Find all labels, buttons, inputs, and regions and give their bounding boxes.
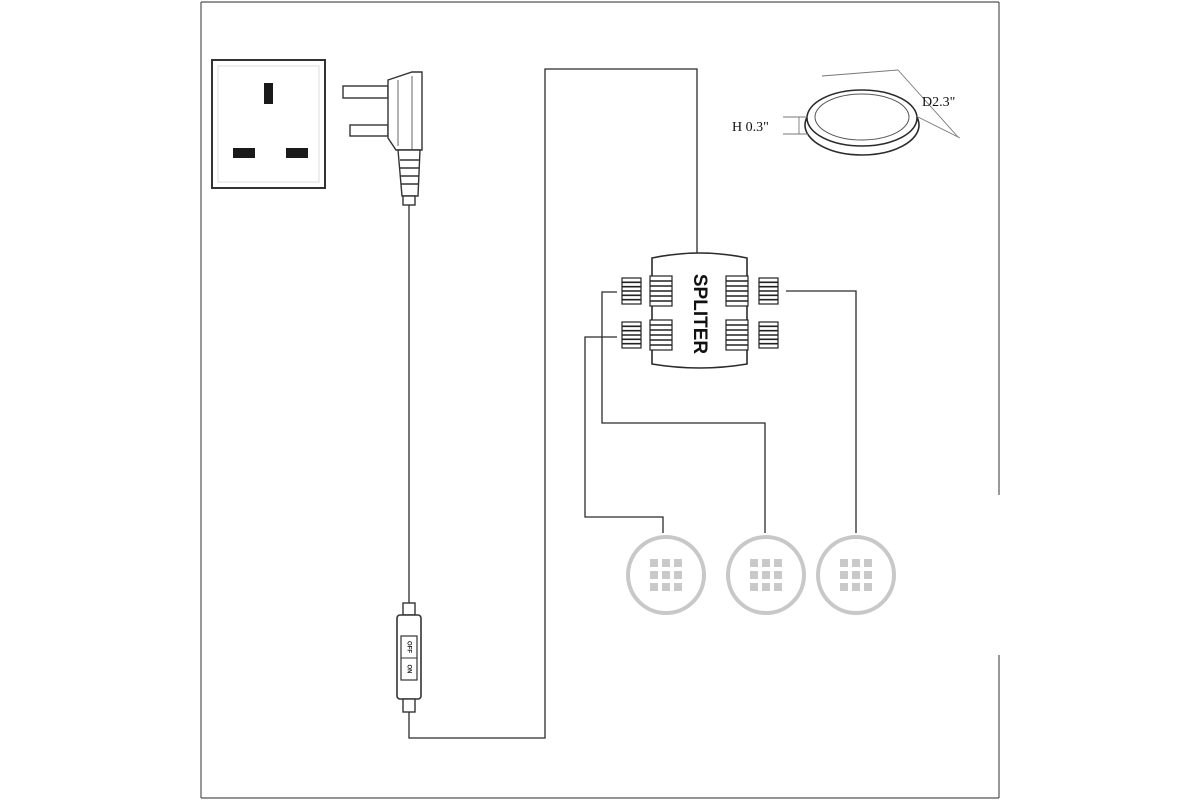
led-dot [674, 559, 682, 567]
socket-live-slot [233, 148, 255, 158]
led-dot [774, 583, 782, 591]
led-dot [762, 583, 770, 591]
led-dot [840, 571, 848, 579]
led-dot [762, 571, 770, 579]
wall-socket-icon [211, 59, 326, 189]
led-dot [662, 559, 670, 567]
led-dot [840, 583, 848, 591]
cable-to-light-2 [601, 291, 766, 533]
splitter-port [649, 319, 673, 351]
splitter-port [621, 321, 642, 349]
cable-to-light-1 [584, 336, 664, 533]
led-dot [852, 583, 860, 591]
height-label: H 0.3" [732, 120, 769, 135]
splitter-port [621, 277, 642, 305]
light-dimension-drawing: H 0.3" D2.3" [732, 69, 961, 156]
socket-neutral-slot [286, 148, 308, 158]
splitter-ports [621, 275, 779, 351]
socket-earth-slot [264, 83, 273, 104]
led-dot [864, 583, 872, 591]
wiring-lines [408, 68, 857, 739]
switch-to-splitter-cable [408, 68, 698, 739]
led-dot [864, 559, 872, 567]
splitter-port [758, 277, 779, 305]
led-dot [674, 571, 682, 579]
splitter-port [649, 275, 673, 307]
led-dot [650, 559, 658, 567]
puck-light-icon [816, 535, 896, 615]
switch-on-label: ON [405, 665, 411, 674]
splitter-port [758, 321, 779, 349]
led-dot [762, 559, 770, 567]
led-dot [750, 583, 758, 591]
switch-off-label: OFF [405, 641, 411, 653]
led-dot [662, 583, 670, 591]
splitter-port [725, 275, 749, 307]
puck-light-icon [726, 535, 806, 615]
splitter-port [725, 319, 749, 351]
puck-light-icon [626, 535, 706, 615]
puck-lights [626, 535, 896, 615]
led-dot [774, 559, 782, 567]
led-dot [852, 559, 860, 567]
diameter-label: D2.3" [922, 95, 955, 110]
led-dot [650, 583, 658, 591]
led-dot [650, 571, 658, 579]
power-plug-icon [342, 71, 423, 206]
led-dot [864, 571, 872, 579]
inline-switch[interactable]: OFF ON [396, 602, 422, 713]
led-dot [674, 583, 682, 591]
led-dot [750, 571, 758, 579]
splitter-box: SPLITER [651, 252, 748, 369]
led-dot [774, 571, 782, 579]
led-dot [750, 559, 758, 567]
diagram-frame [200, 1, 1000, 799]
splitter-label: SPLITER [689, 274, 710, 355]
led-dot [840, 559, 848, 567]
cable-to-light-3 [786, 290, 857, 533]
led-dot [852, 571, 860, 579]
led-dot [662, 571, 670, 579]
